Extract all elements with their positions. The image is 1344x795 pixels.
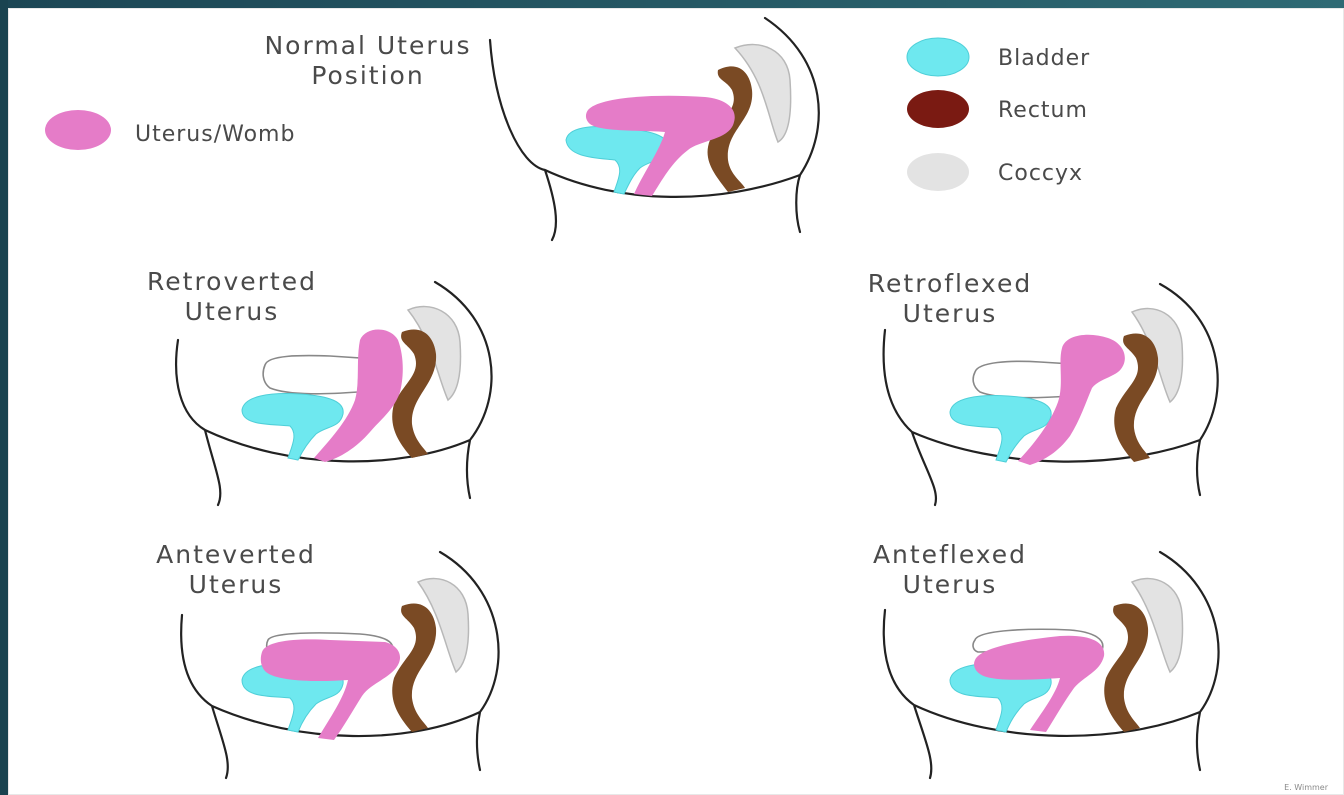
anteverted-title-line1: Anteverted: [156, 540, 316, 569]
legend-bladder-swatch: [907, 38, 969, 76]
legend: Uterus/Womb Bladder Rectum Coccyx: [45, 38, 1090, 191]
retroverted-title-line2: Uterus: [185, 297, 280, 326]
retroflexed-title-line1: Retroflexed: [868, 269, 1032, 298]
retroverted-uterus: [314, 330, 403, 463]
diagram-anteflexed: Anteflexed Uterus: [873, 540, 1219, 778]
legend-uterus-swatch: [45, 110, 111, 150]
retroverted-empty-outline: [263, 356, 360, 394]
normal-title-line2: Position: [311, 61, 424, 90]
diagram-retroflexed: Retroflexed Uterus: [868, 269, 1218, 505]
retroflexed-title-line2: Uterus: [903, 299, 998, 328]
retroverted-title-line1: Retroverted: [147, 267, 317, 296]
anteflexed-rectum: [1104, 603, 1148, 732]
anteflexed-title-line2: Uterus: [903, 570, 998, 599]
legend-rectum-label: Rectum: [998, 98, 1088, 123]
anteverted-title-line2: Uterus: [189, 570, 284, 599]
legend-coccyx-label: Coccyx: [998, 161, 1083, 186]
diagram-retroverted: Retroverted Uterus: [147, 267, 492, 505]
diagram-anteverted: Anteverted Uterus: [156, 540, 498, 778]
diagram-normal: Normal Uterus Position: [264, 18, 818, 240]
legend-coccyx-swatch: [907, 153, 969, 191]
anteflexed-title-line1: Anteflexed: [873, 540, 1027, 569]
anteverted-rectum: [392, 603, 436, 732]
legend-uterus-label: Uterus/Womb: [135, 122, 295, 147]
retroflexed-empty-outline: [973, 361, 1072, 397]
legend-rectum-swatch: [907, 90, 969, 128]
artist-credit: E. Wimmer: [1284, 783, 1329, 792]
normal-title-line1: Normal Uterus: [264, 31, 471, 60]
legend-bladder-label: Bladder: [998, 46, 1090, 71]
